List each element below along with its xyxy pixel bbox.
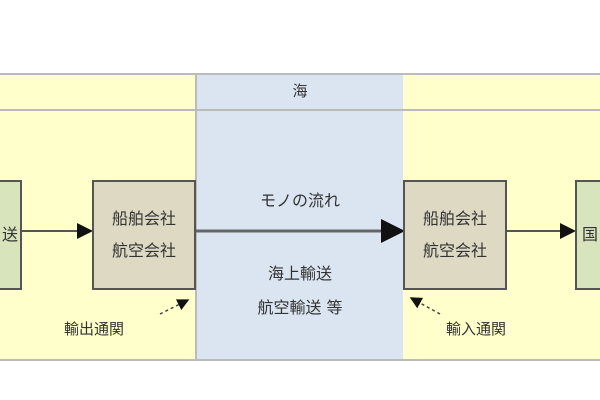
company-line1: 船舶会社 [111, 209, 176, 228]
export-customs-pointer [159, 299, 190, 315]
import-country-header [403, 75, 600, 111]
consignee-box: 国 [575, 180, 600, 290]
import-customs-label: 輸入通関 [446, 320, 507, 338]
consignee-text: 国 [582, 225, 599, 244]
company-line1: 船舶会社 [422, 209, 487, 228]
transport-line2: 航空輸送 等 [257, 298, 343, 317]
flow-label: モノの流れ [259, 191, 340, 210]
import-shipping-company-box: 船舶会社 航空会社 [403, 180, 507, 290]
shipper-text: 送 [1, 225, 18, 244]
export-shipping-company-box: 船舶会社 航空会社 [92, 180, 196, 290]
company-line2: 航空会社 [422, 241, 487, 260]
sea-header: 海 [197, 75, 403, 111]
transport-line1: 海上輸送 [267, 264, 332, 283]
export-country-header [0, 75, 197, 111]
import-customs-pointer [409, 297, 441, 315]
shipper-box: 送 [0, 180, 22, 290]
sea-zone: 海 [195, 73, 405, 361]
company-line2: 航空会社 [111, 241, 176, 260]
export-customs-label: 輸出通関 [64, 320, 125, 338]
